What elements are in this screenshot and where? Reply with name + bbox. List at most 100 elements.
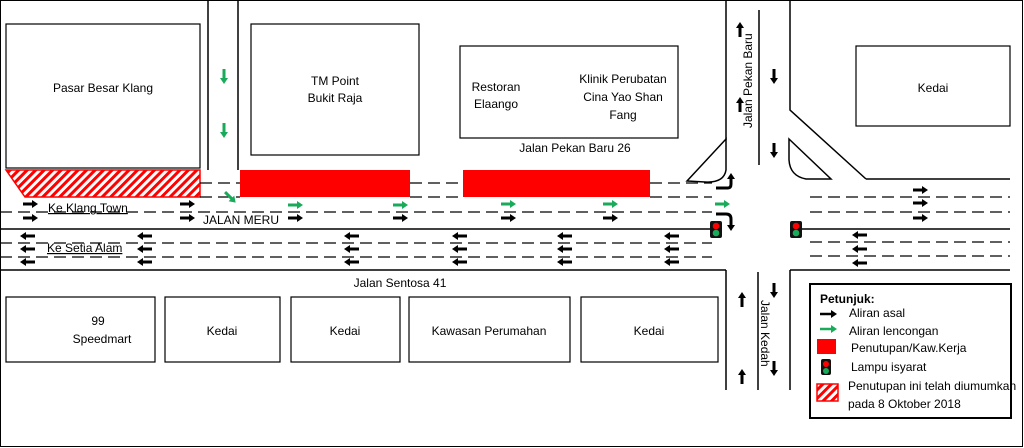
hatched-block-icon bbox=[816, 383, 839, 402]
flow-arrow-icon bbox=[344, 245, 359, 253]
svg-text:99: 99 bbox=[91, 314, 105, 328]
flow-arrow-icon bbox=[770, 361, 778, 376]
flow-arrow-icon bbox=[913, 199, 928, 207]
svg-text:TM Point: TM Point bbox=[311, 74, 360, 88]
legend-title: Petunjuk: bbox=[820, 292, 875, 306]
svg-text:Pasar Besar Klang: Pasar Besar Klang bbox=[53, 81, 153, 95]
building-kedai-2: Kedai bbox=[290, 296, 401, 363]
turn-right-arrow-icon bbox=[716, 212, 733, 225]
flow-arrow-icon bbox=[20, 245, 35, 253]
flow-arrow-icon bbox=[557, 258, 572, 266]
svg-text:Kawasan Perumahan: Kawasan Perumahan bbox=[432, 324, 547, 338]
label-jalan-kedah: Jalan Kedah bbox=[758, 300, 772, 367]
svg-text:Speedmart: Speedmart bbox=[73, 332, 132, 346]
closure-zone-2 bbox=[463, 170, 650, 197]
svg-text:Aliran lencongan: Aliran lencongan bbox=[849, 324, 938, 338]
flow-arrow-icon bbox=[603, 214, 618, 222]
svg-text:Bukit Raja: Bukit Raja bbox=[308, 91, 363, 105]
flow-arrow-icon bbox=[852, 231, 867, 239]
flow-arrow-icon bbox=[852, 259, 867, 267]
building-kedai-top: Kedai bbox=[855, 45, 1011, 127]
flow-arrow-icon bbox=[913, 186, 928, 194]
diversion-arrow-icon bbox=[288, 201, 303, 209]
flow-arrow-icon bbox=[288, 214, 303, 222]
flow-arrow-icon bbox=[736, 22, 744, 37]
flow-arrow-icon bbox=[180, 214, 195, 222]
diversion-arrow-icon bbox=[603, 200, 618, 208]
flow-arrow-icon bbox=[770, 283, 778, 298]
diversion-arrow-icon bbox=[223, 190, 236, 203]
flow-arrow-icon bbox=[452, 232, 467, 240]
jalan-meru-west bbox=[0, 182, 726, 271]
turn-left-arrow-icon bbox=[716, 178, 733, 190]
label-jalan-pekan-baru: Jalan Pekan Baru bbox=[741, 33, 755, 128]
flow-arrow-icon bbox=[557, 232, 572, 240]
label-jalan-sentosa: Jalan Sentosa 41 bbox=[354, 276, 447, 290]
flow-arrow-icon bbox=[23, 200, 38, 208]
building-kedai-3: Kedai bbox=[580, 296, 719, 363]
diversion-arrow-icon bbox=[220, 69, 228, 84]
diversion-arrow-icon bbox=[220, 123, 228, 138]
flow-arrow-icon bbox=[137, 258, 152, 266]
diversion-arrow-icon bbox=[501, 200, 516, 208]
flow-arrow-icon bbox=[180, 200, 195, 208]
flow-arrow-icon bbox=[137, 245, 152, 253]
label-ke-setia-alam: Ke Setia Alam bbox=[47, 241, 122, 255]
building-99-speedmart: 99 Speedmart bbox=[5, 296, 156, 363]
diversion-arrow-icon bbox=[715, 200, 730, 208]
svg-text:Elaango: Elaango bbox=[474, 97, 518, 111]
flow-arrow-icon bbox=[344, 232, 359, 240]
svg-text:Kedai: Kedai bbox=[918, 81, 949, 95]
building-pasar-besar-klang: Pasar Besar Klang bbox=[5, 23, 201, 169]
svg-text:Restoran: Restoran bbox=[472, 80, 521, 94]
flow-arrow-icon bbox=[20, 258, 35, 266]
label-ke-klang-town: Ke Klang Town bbox=[48, 201, 128, 215]
flow-arrow-icon bbox=[738, 292, 746, 307]
building-kawasan-perumahan: Kawasan Perumahan bbox=[408, 296, 571, 363]
road-label-pekan-baru-26: Jalan Pekan Baru 26 bbox=[519, 141, 631, 155]
svg-text:Penutupan ini telah diumumkan: Penutupan ini telah diumumkan bbox=[848, 379, 1016, 393]
flow-arrow-icon bbox=[20, 232, 35, 240]
flow-arrow-icon bbox=[452, 258, 467, 266]
closure-zone-1 bbox=[240, 170, 410, 197]
traffic-light-icon bbox=[710, 221, 722, 238]
flow-arrow-icon bbox=[738, 369, 746, 384]
diversion-arrow-icon bbox=[393, 201, 408, 209]
flow-arrow-icon bbox=[770, 143, 778, 158]
flow-arrow-icon bbox=[452, 245, 467, 253]
red-block-icon bbox=[817, 339, 836, 354]
flow-arrow-icon bbox=[344, 258, 359, 266]
svg-text:pada 8 Oktober 2018: pada 8 Oktober 2018 bbox=[848, 397, 961, 411]
building-kedai-1: Kedai bbox=[164, 296, 281, 363]
flow-arrow-icon bbox=[770, 69, 778, 84]
building-tm-point: TM Point Bukit Raja bbox=[250, 23, 420, 156]
flow-arrow-icon bbox=[393, 214, 408, 222]
jalan-kedah bbox=[725, 270, 791, 390]
flow-arrow-icon bbox=[664, 245, 679, 253]
jalan-meru-east bbox=[790, 178, 1010, 271]
black-arrow-icon bbox=[831, 310, 837, 318]
flow-arrow-icon bbox=[913, 214, 928, 222]
flow-arrow-icon bbox=[852, 245, 867, 253]
svg-text:Lampu isyarat: Lampu isyarat bbox=[851, 360, 927, 374]
svg-text:Kedai: Kedai bbox=[634, 324, 665, 338]
svg-text:Kedai: Kedai bbox=[330, 324, 361, 338]
flow-arrow-icon bbox=[557, 245, 572, 253]
traffic-arrows bbox=[20, 22, 928, 384]
svg-text:Cina Yao Shan: Cina Yao Shan bbox=[583, 90, 663, 104]
svg-text:Fang: Fang bbox=[609, 108, 636, 122]
announced-closure-zone bbox=[4, 169, 201, 198]
jalan-pekan-baru bbox=[685, 0, 867, 183]
legend: Petunjuk: Aliran asal Aliran lencongan P… bbox=[809, 283, 1016, 419]
building-restoran-klinik: Restoran Elaango Klinik Perubatan Cina Y… bbox=[459, 45, 679, 139]
flow-arrow-icon bbox=[736, 97, 744, 112]
green-arrow-icon bbox=[831, 325, 837, 333]
svg-text:Kedai: Kedai bbox=[207, 324, 238, 338]
label-jalan-meru: JALAN MERU bbox=[203, 213, 279, 227]
svg-text:Aliran asal: Aliran asal bbox=[849, 306, 905, 320]
svg-text:Klinik Perubatan: Klinik Perubatan bbox=[579, 72, 666, 86]
flow-arrow-icon bbox=[664, 258, 679, 266]
flow-arrow-icon bbox=[501, 214, 516, 222]
flow-arrow-icon bbox=[137, 232, 152, 240]
